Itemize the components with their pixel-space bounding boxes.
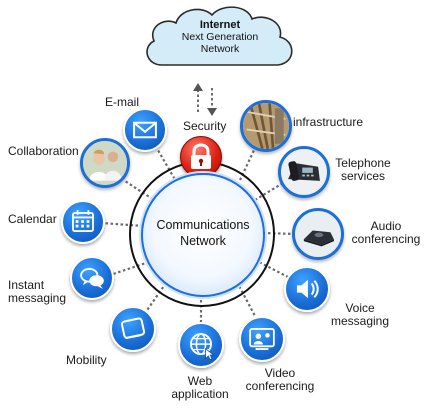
globe-cursor-icon — [190, 333, 215, 361]
web-application-node[interactable] — [178, 322, 224, 368]
link-telephone-services — [254, 182, 284, 201]
instant-messaging-label: Instant messaging — [8, 279, 66, 305]
web-application-line-1: Web — [187, 374, 213, 388]
hub-label: Communications Network — [143, 217, 263, 249]
mobility-node[interactable] — [110, 306, 156, 352]
internet-cloud — [146, 6, 293, 66]
telephone-services-node[interactable] — [278, 146, 330, 198]
link-email — [154, 144, 178, 184]
calendar-icon — [72, 210, 94, 232]
voice-messaging-label: Voice messaging — [322, 302, 398, 328]
calendar-label: Calendar — [8, 212, 57, 226]
cabling-photo-icon — [243, 103, 289, 149]
conference-phone-icon — [303, 230, 334, 247]
cloud-label: Internet Next Generation Network — [140, 19, 300, 55]
collaboration-label: Collaboration — [8, 144, 79, 158]
hub-line-2: Network — [180, 234, 226, 248]
web-application-line-2: application — [171, 387, 229, 401]
video-conferencing-line-1: Video — [264, 366, 296, 380]
video-chat-icon — [249, 328, 275, 350]
audio-conferencing-line-1: Audio — [370, 219, 402, 233]
telephone-services-line-2: services — [340, 169, 385, 183]
mobility-label: Mobility — [66, 353, 107, 367]
mobile-device-icon — [120, 317, 146, 340]
infrastructure-label: infrastructure — [293, 115, 364, 129]
link-mobility — [142, 282, 167, 317]
cloud-line-1: Next Generation — [181, 31, 259, 43]
link-voice-messaging — [254, 259, 291, 279]
calendar-node[interactable] — [61, 200, 105, 244]
speech-bubbles-icon — [80, 268, 104, 289]
email-label: E-mail — [105, 95, 140, 109]
voice-messaging-node[interactable] — [284, 266, 330, 312]
audio-conferencing-line-2: conferencing — [351, 232, 421, 246]
instant-messaging-node[interactable] — [70, 256, 114, 300]
cloud-line-2: Network — [200, 43, 240, 55]
link-audio-conferencing — [262, 231, 297, 236]
video-conferencing-node[interactable] — [239, 316, 285, 362]
telephone-services-line-1: Telephone — [335, 156, 391, 170]
hub-line-1: Communications — [156, 218, 250, 232]
link-video-conferencing — [236, 281, 256, 317]
infrastructure-node[interactable] — [240, 100, 292, 152]
web-application-label: Web application — [160, 375, 240, 401]
voice-messaging-line-1: Voice — [345, 301, 375, 315]
telephone-services-label: Telephone services — [320, 157, 406, 183]
audio-conferencing-node[interactable] — [292, 208, 344, 260]
people-photo-icon — [83, 141, 127, 185]
envelope-icon — [133, 121, 157, 139]
link-calendar — [101, 221, 144, 228]
email-node[interactable] — [123, 108, 167, 152]
instant-messaging-line-2: messaging — [8, 291, 67, 305]
instant-messaging-line-1: Instant — [8, 278, 45, 292]
desk-phone-icon — [288, 161, 320, 181]
collaboration-node[interactable] — [80, 138, 130, 188]
security-node[interactable] — [180, 136, 222, 178]
cloud-title: Internet — [199, 19, 241, 31]
voice-messaging-line-2: messaging — [330, 314, 390, 328]
video-conferencing-line-2: conferencing — [245, 379, 315, 393]
audio-conferencing-label: Audio conferencing — [344, 220, 428, 246]
padlock-icon — [191, 143, 211, 169]
link-instant-messaging — [109, 260, 150, 277]
speaker-icon — [296, 279, 319, 299]
communications-network-hub[interactable]: Communications Network — [141, 173, 265, 297]
security-label: Security — [183, 119, 227, 133]
video-conferencing-label: Video conferencing — [240, 367, 320, 393]
